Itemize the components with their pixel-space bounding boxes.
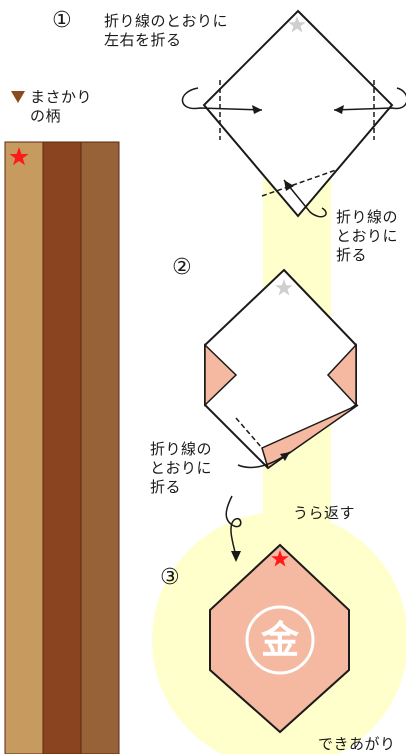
step1-diagram [181,9,406,218]
star-icon [9,147,29,166]
stripe-light [4,141,44,754]
flip-arrow-icon [225,495,242,557]
gold-badge-text: 金 [260,618,299,662]
star-gray-icon [275,279,293,296]
arrow-left-fold-icon [181,87,263,111]
legend-label: まさかり の柄 [30,88,93,125]
arrow-bottom-fold-icon [283,179,327,218]
step2-diagram [204,268,359,562]
star-red-icon [271,550,289,567]
step3-diagram [209,543,350,734]
step-number-1: ① [52,8,72,33]
stripe-dark [42,141,82,754]
done-note: できあがり [318,735,396,753]
step-number-2: ② [172,255,192,280]
step1-instruction: 折り線のとおりに 左右を折る [104,12,229,49]
stripe-medium [80,141,120,754]
step-number-3: ③ [160,565,180,590]
fold-note-left: 折り線の とおりに 折る [150,440,213,496]
arrow-right-fold-icon [333,87,406,111]
star-gray-icon [288,16,306,33]
flip-note: うら返す [293,504,356,522]
handle-stripes [4,141,120,754]
legend-marker-icon [11,91,25,103]
fold-note-right: 折り線の とおりに 折る [336,208,399,264]
